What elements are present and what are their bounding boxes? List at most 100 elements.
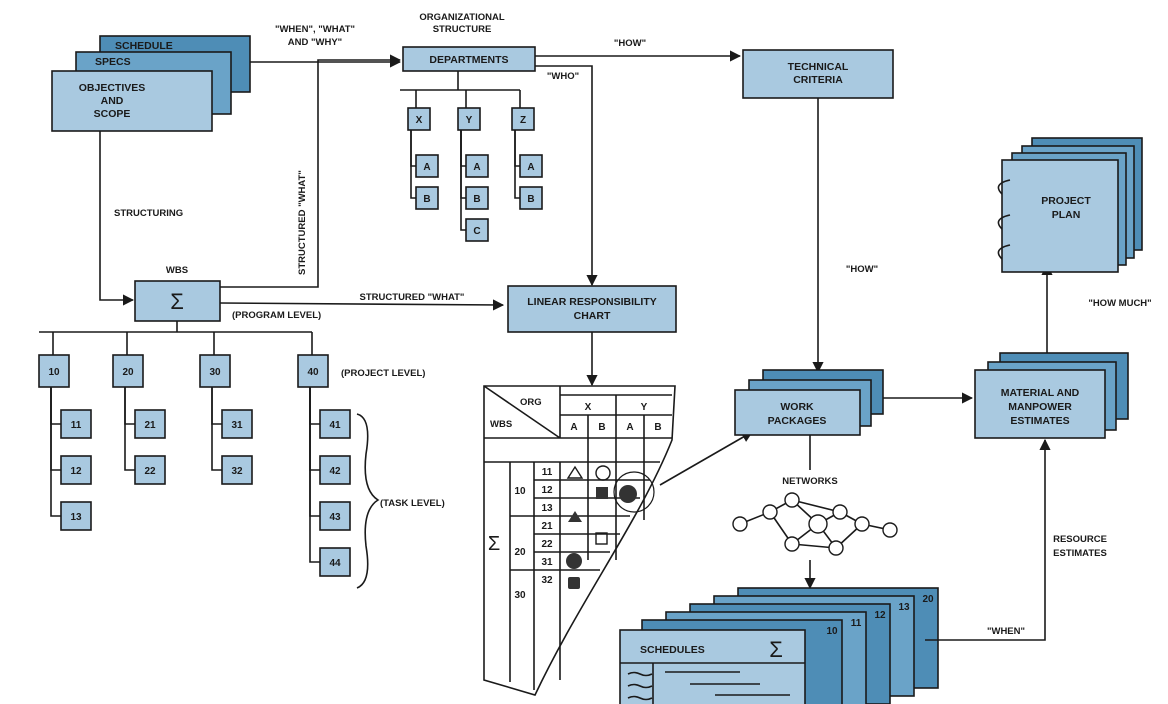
task-connector xyxy=(51,387,61,516)
task-13-label: 13 xyxy=(70,512,82,523)
network-node xyxy=(733,517,747,531)
material-label-3: ESTIMATES xyxy=(1010,415,1069,427)
network-node xyxy=(883,523,897,537)
departments-label: DEPARTMENTS xyxy=(429,54,508,66)
resource-label-1: RESOURCE xyxy=(1053,534,1107,545)
matrix-sub-label: A xyxy=(626,422,633,433)
task-32-label: 32 xyxy=(231,466,243,477)
task-level-brace xyxy=(357,414,378,588)
matrix-group-20: 20 xyxy=(514,547,526,558)
how-much-label: "HOW MUCH" xyxy=(1088,298,1151,309)
schedule-sheet-label-13: 13 xyxy=(898,602,910,613)
network-node xyxy=(809,515,827,533)
schedule-sheet-label-10: 10 xyxy=(826,626,838,637)
task-21-label: 21 xyxy=(144,420,156,431)
task-22-label: 22 xyxy=(144,466,156,477)
dept-y-sub-a-label: A xyxy=(473,162,480,173)
open-circle-symbol xyxy=(596,466,610,480)
task-connector xyxy=(310,387,320,424)
task-connector xyxy=(310,387,320,562)
filled-square-symbol-2 xyxy=(568,577,580,589)
org-structure-label-2: STRUCTURE xyxy=(433,24,492,35)
filled-circle-symbol xyxy=(619,485,637,503)
project-40-label: 40 xyxy=(307,367,319,378)
network-node xyxy=(763,505,777,519)
lrc-label-1: LINEAR RESPONSIBILITY xyxy=(527,296,657,308)
plan-label-2: PLAN xyxy=(1052,209,1081,221)
task-11-label: 11 xyxy=(71,420,82,431)
lrc-box xyxy=(508,286,676,332)
matrix-row-32: 32 xyxy=(541,575,553,586)
dept-x-label: X xyxy=(416,115,423,126)
schedules-label: SCHEDULES xyxy=(640,644,705,656)
technical-label-2: CRITERIA xyxy=(793,74,843,86)
work-label-2: PACKAGES xyxy=(768,415,827,427)
networks-label: NETWORKS xyxy=(782,476,837,487)
schedule-label: SCHEDULE xyxy=(115,40,173,52)
task-connector xyxy=(51,387,61,424)
matrix-row-22: 22 xyxy=(541,539,553,550)
structuring-label: STRUCTURING xyxy=(114,208,183,219)
task-connector xyxy=(212,387,222,470)
matrix-sigma: Σ xyxy=(488,533,500,555)
task-42-label: 42 xyxy=(329,466,341,477)
dept-x-sub-b-label: B xyxy=(423,194,430,205)
task-connector xyxy=(125,387,135,470)
matrix-row-31: 31 xyxy=(541,557,553,568)
lrc-label-2: CHART xyxy=(574,310,611,322)
matrix-org-label: ORG xyxy=(520,397,542,408)
arrow-wbs-to-lrc xyxy=(220,303,503,305)
matrix-group-30: 30 xyxy=(514,590,526,601)
matrix-row-11: 11 xyxy=(542,467,553,478)
task-44-label: 44 xyxy=(329,558,341,569)
wbs-tree: 101112132021223031324041424344 xyxy=(39,321,350,576)
dept-z-sub-a-label: A xyxy=(527,162,534,173)
arrow-schedules-to-material xyxy=(925,440,1045,640)
matrix-sub-label: A xyxy=(570,422,577,433)
when-what-why-label-1: "WHEN", "WHAT" xyxy=(275,24,355,35)
task-connector xyxy=(212,387,222,424)
project-20-label: 20 xyxy=(122,367,134,378)
structured-what-vertical-label: STRUCTURED "WHAT" xyxy=(297,170,308,275)
org-structure-label-1: ORGANIZATIONAL xyxy=(419,12,505,23)
specs-label: SPECS xyxy=(95,56,131,68)
objectives-box xyxy=(52,71,212,131)
filled-square-symbol xyxy=(596,487,608,499)
matrix-group-10: 10 xyxy=(514,486,526,497)
matrix-sub-label: B xyxy=(598,422,605,433)
dept-y-sub-c-label: C xyxy=(473,226,480,237)
task-connector xyxy=(125,387,135,424)
task-connector xyxy=(310,387,320,516)
network-node xyxy=(855,517,869,531)
project-level-label: (PROJECT LEVEL) xyxy=(341,368,425,379)
task-43-label: 43 xyxy=(329,512,341,523)
input-stack: SCHEDULE SPECS OBJECTIVES AND SCOPE xyxy=(52,36,250,131)
task-connector xyxy=(51,387,61,470)
objectives-label-3: SCOPE xyxy=(94,108,131,120)
plan-label-1: PROJECT xyxy=(1041,195,1091,207)
matrix-dept-x: X xyxy=(585,402,592,413)
filled-circle-symbol-2 xyxy=(566,553,582,569)
task-connector xyxy=(310,387,320,470)
project-30-label: 30 xyxy=(209,367,221,378)
when-label: "WHEN" xyxy=(987,626,1025,637)
project-10-label: 10 xyxy=(48,367,60,378)
objectives-label-2: AND xyxy=(101,95,124,107)
dept-y-sub-b-label: B xyxy=(473,194,480,205)
structured-what-label: STRUCTURED "WHAT" xyxy=(360,292,465,303)
arrow-structured-what-vertical xyxy=(220,60,400,287)
dept-y-label: Y xyxy=(466,115,473,126)
objectives-label-1: OBJECTIVES xyxy=(79,82,146,94)
schedule-sheet-label-12: 12 xyxy=(874,610,886,621)
sub-connector xyxy=(461,130,466,230)
work-label-1: WORK xyxy=(780,401,814,413)
task-41-label: 41 xyxy=(329,420,341,431)
task-31-label: 31 xyxy=(231,420,243,431)
resource-label-2: ESTIMATES xyxy=(1053,548,1107,559)
dept-z-label: Z xyxy=(520,115,526,126)
who-label: "WHO" xyxy=(547,71,579,82)
when-what-why-label-2: AND "WHY" xyxy=(288,37,342,48)
